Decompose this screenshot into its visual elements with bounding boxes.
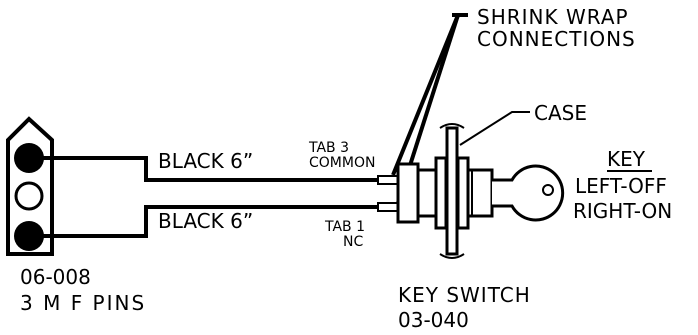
connector-part-number: 06-008 [20,265,91,289]
tab3-sublabel: COMMON [309,155,375,171]
switch-part-number: 03-040 [398,308,469,332]
case-label: CASE [534,101,587,125]
wire-bottom-label: BLACK 6” [158,209,253,233]
connector-pin-middle [14,181,44,211]
tab3-label: TAB 3 [308,140,349,156]
connector-housing [6,116,54,256]
tab1-label: TAB 1 [324,219,365,235]
switch-rear-body [396,162,420,224]
connector [6,116,54,256]
wire-top [29,156,380,182]
key-switch [396,123,565,259]
key-hole [542,184,554,196]
wire-bottom [29,205,380,238]
switch-mid-body [416,168,438,218]
tab1-sublabel: NC [343,234,363,250]
key-left-off: LEFT-OFF [575,174,667,198]
connections-label: CONNECTIONS [477,27,636,51]
wire-top-label: BLACK 6” [158,149,253,173]
tab3-terminal [377,175,399,185]
switch-name: KEY SWITCH [398,283,531,307]
switch-nut [434,156,448,230]
connector-description: 3 M F PINS [20,291,146,315]
tab1-terminal [377,202,399,212]
key-right-on: RIGHT-ON [573,199,672,223]
case-break-bottom [439,253,465,259]
case-leader [459,111,530,146]
case-break-top [439,123,465,129]
key-title: KEY [607,147,646,171]
key-icon [492,164,565,222]
panel-case [445,126,459,256]
shrink-wrap-label: SHRINK WRAP [477,5,629,29]
